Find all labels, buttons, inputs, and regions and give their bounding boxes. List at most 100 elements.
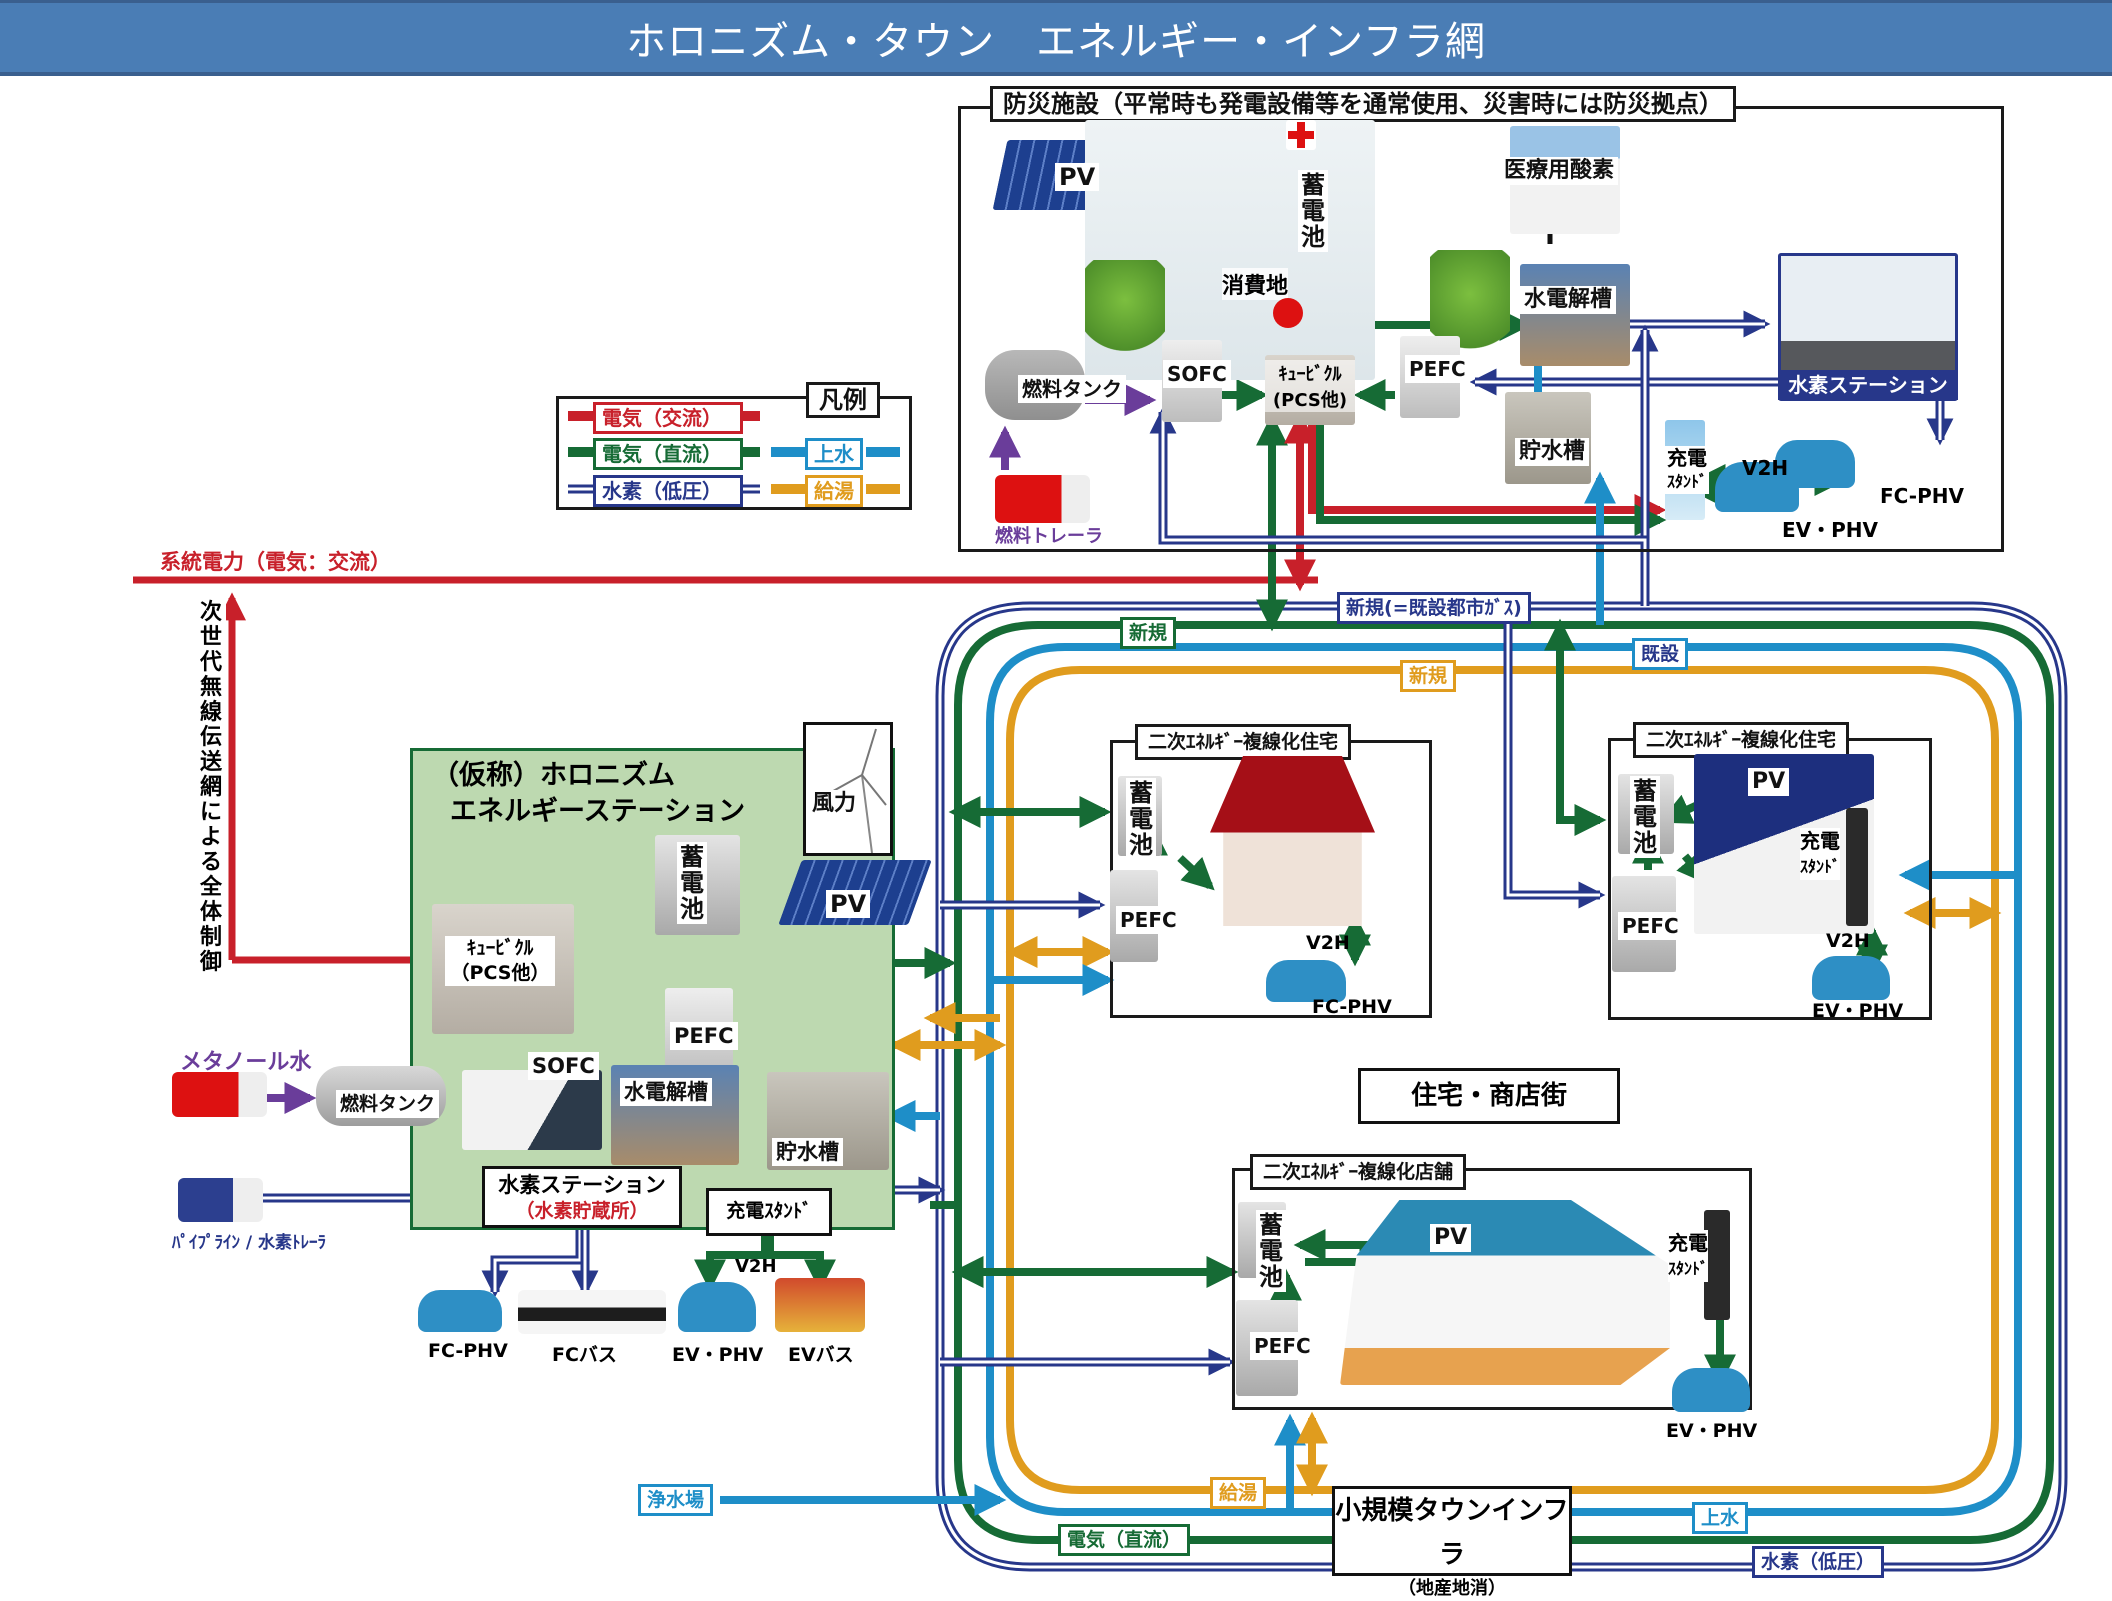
cubicle-label: ｷｭｰﾋﾞｸﾙ (PCS他) — [1265, 360, 1355, 412]
fuel-trailer-image — [995, 475, 1090, 523]
station-pefc-label: PEFC — [670, 1022, 738, 1050]
h2st-to-fc-phv-core — [493, 1230, 582, 1292]
loop-to-house2-battery — [1544, 618, 1607, 836]
fuel-tank-label: 燃料タンク — [1018, 375, 1126, 403]
house2-charger-image — [1846, 808, 1868, 926]
shop-battery-label: 蓄電池 — [1256, 1210, 1286, 1292]
electrolyzer-image — [1520, 264, 1630, 366]
station-fuel-tank-label: 燃料タンク — [336, 1090, 440, 1118]
red-cross-icon — [1286, 120, 1316, 150]
loop-h2-core — [938, 604, 2065, 1569]
shop-pefc-label: PEFC — [1250, 1332, 1315, 1360]
legend-title: 凡例 — [806, 382, 880, 418]
station-cubicle-name: ｷｭｰﾋﾞｸﾙ — [466, 937, 534, 959]
legend-h2: 水素（低圧） — [593, 475, 743, 507]
energy-station-title-1: （仮称）ホロニズム — [432, 760, 675, 791]
legend-dc: 電気（直流） — [593, 438, 743, 470]
methanol-label: メタノール水 — [180, 1050, 312, 1075]
house1-battery-label: 蓄電池 — [1126, 778, 1156, 860]
town-infra-sub: （地産地消） — [1398, 1578, 1506, 1599]
grid-power-label: 系統電力（電気：交流） — [160, 550, 391, 574]
charger-to-ev-bus — [766, 1236, 836, 1292]
pv-label: PV — [1055, 163, 1100, 191]
house2-charger-label: 充電 ｽﾀﾝﾄﾞ — [1800, 828, 1841, 880]
town-infra-title: 小規模タウンインフラ — [1335, 1496, 1569, 1570]
station-sofc-label: SOFC — [528, 1052, 599, 1080]
station-cubicle-sub: （PCS他） — [450, 962, 550, 984]
loop-dc — [954, 621, 2054, 1544]
house2-charger-name: 充電 — [1800, 829, 1840, 853]
water-tag: 上水 — [1692, 1502, 1749, 1534]
legend-ac: 電気（交流） — [593, 402, 743, 434]
ev-bus-image — [775, 1278, 865, 1332]
house2-car-label: EV・PHV — [1812, 1000, 1904, 1022]
hotwater-tag: 給湯 — [1210, 1477, 1267, 1509]
station-h2-storage-label: （水素貯蔵所） — [515, 1200, 649, 1222]
h2-tag: 水素（低圧） — [1752, 1546, 1885, 1578]
wind-label: 風力 — [808, 790, 861, 818]
fc-bus-image — [518, 1290, 666, 1334]
house1-image — [1210, 756, 1375, 926]
station-v2h-label: V2H — [735, 1256, 777, 1277]
house2-pv-label: PV — [1748, 768, 1790, 796]
charger-sub: ｽﾀﾝﾄﾞ — [1666, 472, 1707, 491]
station-h2-station-box: 水素ステーション （水素貯蔵所） — [482, 1166, 682, 1228]
loop-to-house2-pefc-core — [1506, 604, 1600, 897]
h2-return-core — [1395, 538, 1647, 606]
vehicle-fc-phv: FC-PHV — [428, 1340, 508, 1362]
ev-phv-car-image — [1715, 462, 1799, 512]
shop-charger-sub: ｽﾀﾝﾄﾞ — [1668, 1259, 1709, 1278]
house2-v2h-label: V2H — [1826, 930, 1870, 952]
shop-car-image — [1672, 1368, 1750, 1412]
dc-tag: 電気（直流） — [1058, 1524, 1191, 1556]
shop-pv-label: PV — [1430, 1224, 1472, 1252]
water-existing-tag: 既設 — [1632, 638, 1689, 670]
v2h-label: V2H — [1742, 456, 1789, 480]
disaster-facility-title: 防災施設（平常時も発電設備等を通常使用、災害時には防災拠点） — [990, 86, 1736, 122]
h2-station-label: 水素ステーション — [1778, 370, 1958, 400]
medical-oxygen-label: 医療用酸素 — [1500, 157, 1619, 185]
hotwater-new-tag: 新規 — [1400, 660, 1457, 692]
house2-car-image — [1812, 956, 1890, 1000]
town-infra-box: 小規模タウンインフラ （地産地消） — [1332, 1486, 1572, 1599]
house1-pefc-label: PEFC — [1116, 906, 1181, 934]
ev-phv-image — [678, 1282, 756, 1332]
house1-car-label: FC-PHV — [1312, 996, 1392, 1018]
loop-hotwater — [1006, 666, 1999, 1494]
legend-hotwater: 給湯 — [805, 475, 863, 507]
fc-phv-label: FC-PHV — [1880, 484, 1964, 508]
station-charger-box: 充電ｽﾀﾝﾄﾞ — [706, 1188, 832, 1236]
methanol-truck-image — [172, 1072, 267, 1117]
fuel-trailer-label: 燃料トレーラ — [995, 526, 1103, 547]
shop-charger-image — [1704, 1210, 1730, 1320]
station-cubicle-label: ｷｭｰﾋﾞｸﾙ （PCS他） — [445, 936, 555, 986]
vehicle-ev-bus: EVバス — [788, 1344, 854, 1366]
purification-plant-tag: 浄水場 — [638, 1484, 714, 1516]
h2-loop-to-sofc-core — [1161, 412, 1395, 542]
pipeline-label: ﾊﾟｲﾌﾟﾗｲﾝ / 水素ﾄﾚｰﾗ — [172, 1233, 327, 1253]
water-tank-label: 貯水槽 — [1515, 438, 1590, 466]
wind-turbine-icon — [825, 728, 887, 854]
house1-battery-to-home — [1177, 855, 1215, 891]
house1-car-image — [1266, 960, 1346, 1002]
energy-station-title: （仮称）ホロニズム エネルギーステーション — [432, 758, 745, 830]
cubicle-name: ｷｭｰﾋﾞｸﾙ — [1278, 364, 1342, 385]
shop-car-label: EV・PHV — [1666, 1420, 1758, 1442]
shop-charger-label: 充電 ｽﾀﾝﾄﾞ — [1668, 1230, 1709, 1282]
district-title: 住宅・商店街 — [1358, 1068, 1620, 1124]
shop-box — [1232, 1168, 1752, 1410]
page-title: ホロニズム・タウン エネルギー・インフラ網 — [0, 0, 2112, 76]
charger-to-ev — [694, 1236, 769, 1292]
sofc-label: SOFC — [1163, 360, 1231, 388]
station-battery-label: 蓄電池 — [677, 842, 707, 924]
h2-trailer-image — [178, 1178, 263, 1222]
legend-box — [556, 396, 912, 510]
vehicle-ev-phv: EV・PHV — [672, 1344, 764, 1366]
wireless-control-label: 次世代無線伝送網による全体制御 — [200, 600, 226, 975]
fc-phv-image — [418, 1290, 502, 1332]
consumer-label: 消費地 — [1222, 268, 1289, 300]
house2-battery-label: 蓄電池 — [1630, 776, 1660, 858]
house1-title: 二次ｴﾈﾙｷﾞｰ複線化住宅 — [1135, 724, 1352, 760]
vehicle-fc-bus: FCバス — [552, 1344, 617, 1366]
house2-pefc-label: PEFC — [1618, 912, 1683, 940]
